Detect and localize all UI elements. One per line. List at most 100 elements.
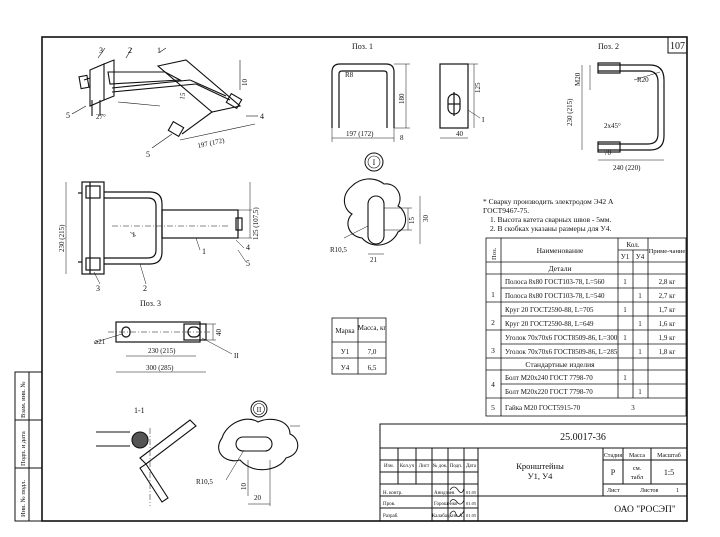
side-stamp (14, 371, 43, 522)
signer-role-1: Н. контр. (383, 491, 402, 496)
mass-table-header-mass-text: Масса, кг (358, 324, 387, 332)
section-1-1 (96, 419, 197, 506)
detail-II-20: 20 (254, 494, 262, 502)
pos3-300: 300 (285) (146, 364, 174, 372)
leader-4-front: 4 (246, 243, 250, 252)
leader-5b-iso: 5 (146, 150, 150, 159)
view-title-pos2: Поз. 2 (598, 42, 619, 51)
mass-value-2: табл (631, 474, 644, 481)
signer-name-3: Калабацкин А. (432, 514, 464, 519)
pos1-side-dims (440, 63, 481, 139)
sheets-label: Листов (640, 488, 658, 494)
leader-3-iso: 3 (99, 46, 103, 55)
stage-value: Р (611, 468, 616, 477)
spec-col-u1: У1 (621, 253, 630, 261)
spec-row-5-note: 1,9 кг (659, 334, 676, 342)
doc-code: 25.0017-36 (560, 432, 606, 443)
mass-table (331, 317, 387, 375)
pos2-dims (581, 65, 664, 161)
sheet-number: 107 (670, 41, 685, 52)
spec-row-6-note: 1,8 кг (659, 348, 676, 356)
pos1-8: 8 (400, 134, 404, 142)
sheet-number-box: 107 (667, 36, 688, 54)
spec-row-2-u4: 1 (638, 292, 642, 300)
front-125: 125 (107,5) (252, 207, 260, 240)
isometric-dims (71, 47, 258, 149)
pos1-detail-mark: I (482, 116, 485, 124)
pos2-240: 240 (220) (613, 164, 641, 172)
scale-value: 1:5 (664, 468, 674, 477)
spec-pos-4: 4 (491, 380, 495, 389)
spec-row-8-u4: 1 (638, 388, 642, 396)
pos3-phi21: ⌀21 (94, 338, 106, 346)
leader-2-iso: 2 (128, 46, 132, 55)
detail-I-21: 21 (370, 256, 378, 264)
pos3-detail-mark: II (234, 352, 239, 360)
front-view-dims (65, 182, 252, 285)
scale-header: Масштаб (657, 452, 681, 459)
spec-row-8-name: Болт М20x220 ГОСТ 7798-70 (505, 388, 593, 396)
leader-5-iso: 5 (66, 111, 70, 120)
spec-row-7-name: Болт М20x240 ГОСТ 7798-70 (505, 374, 593, 382)
spec-row-9-u1: 3 (631, 404, 635, 412)
mass-table-r1-mass: 7,0 (368, 348, 377, 356)
spec-row-4-u4: 1 (638, 320, 642, 328)
rev-h-doc: № док. (433, 463, 448, 469)
detail-II-callout: II (250, 400, 268, 418)
pos1-180: 180 (398, 93, 406, 104)
leader-5-front: 5 (246, 259, 250, 268)
rev-h-date: Дата (466, 464, 477, 469)
note-3: 2. В скобках указаны размеры для У4. (490, 224, 611, 233)
note-2: 1. Высота катета сварных швов - 5мм. (490, 215, 612, 224)
mass-table-r2-mark: У4 (341, 364, 350, 372)
note-1: ГОСТ9467-75. (483, 206, 529, 215)
signer-date-3: 01.05 (466, 513, 477, 518)
view-title-section: 1-1 (134, 406, 145, 415)
side-stamp-sign: Подп. и дата (20, 431, 27, 466)
spec-table-grid (485, 237, 687, 417)
mass-table-r2-mass: 6,5 (368, 364, 377, 372)
leader-4-iso: 4 (260, 112, 264, 121)
detail-I-label: I (373, 158, 376, 167)
rev-h-kol: Кол.уч (400, 464, 415, 469)
signer-name-1: Анидзаев (434, 491, 455, 496)
side-stamp-inv: Инв. № подл. (20, 480, 27, 517)
signer-date-1: 01.05 (466, 490, 477, 495)
spec-row-6-name: Уголок 70x70x6 ГОСТ8509-86, L=285 (505, 348, 618, 356)
spec-row-5-name: Уголок 70x70x6 ГОСТ8509-86, L=300 (505, 334, 618, 342)
spec-pos-1: 1 (491, 290, 495, 299)
leader-3-front: 3 (96, 284, 100, 293)
pos2-drawing (597, 62, 665, 153)
detail-II-label: II (257, 406, 262, 414)
note-0: * Сварку производить электродом Э42 А (483, 197, 614, 206)
spec-row-5-u1: 1 (623, 334, 627, 342)
dim-27-deg: 27° (96, 113, 106, 121)
section-mark-1a: 1 (132, 231, 136, 239)
spec-row-3-note: 1,7 кг (659, 306, 676, 314)
rev-h-sign: Подп. (450, 464, 462, 469)
view-title-pos1: Поз. 1 (352, 42, 373, 51)
signer-role-2: Пров. (383, 502, 395, 507)
leader-2-front: 2 (143, 284, 147, 293)
spec-row-1-u1: 1 (623, 278, 627, 286)
pos3-drawing (108, 321, 210, 343)
pos1-197: 197 (172) (346, 130, 374, 138)
detail-II-dims (225, 425, 300, 506)
detail-I-dims (343, 196, 421, 255)
spec-col-name: Наименование (537, 246, 584, 255)
mass-header: Масса (629, 453, 645, 459)
sheet-label: Лист (607, 488, 620, 494)
front-view (78, 181, 243, 275)
pos3-40: 40 (215, 329, 223, 337)
spec-row-6-u4: 1 (638, 348, 642, 356)
dim-15-iso: 15 (178, 92, 187, 101)
mass-table-header-mark: Марка (335, 327, 355, 335)
mass-table-r1-mark: У1 (341, 348, 350, 356)
detail-I-callout: I (364, 152, 384, 172)
pos3-230: 230 (215) (148, 347, 176, 355)
sheet-frame (41, 36, 688, 522)
spec-row-3-name: Круг 20 ГОСТ2590-88, L=705 (505, 306, 594, 314)
spec-section-std: Стандартные изделия (525, 360, 595, 369)
rev-h-list: Лист (419, 464, 430, 469)
